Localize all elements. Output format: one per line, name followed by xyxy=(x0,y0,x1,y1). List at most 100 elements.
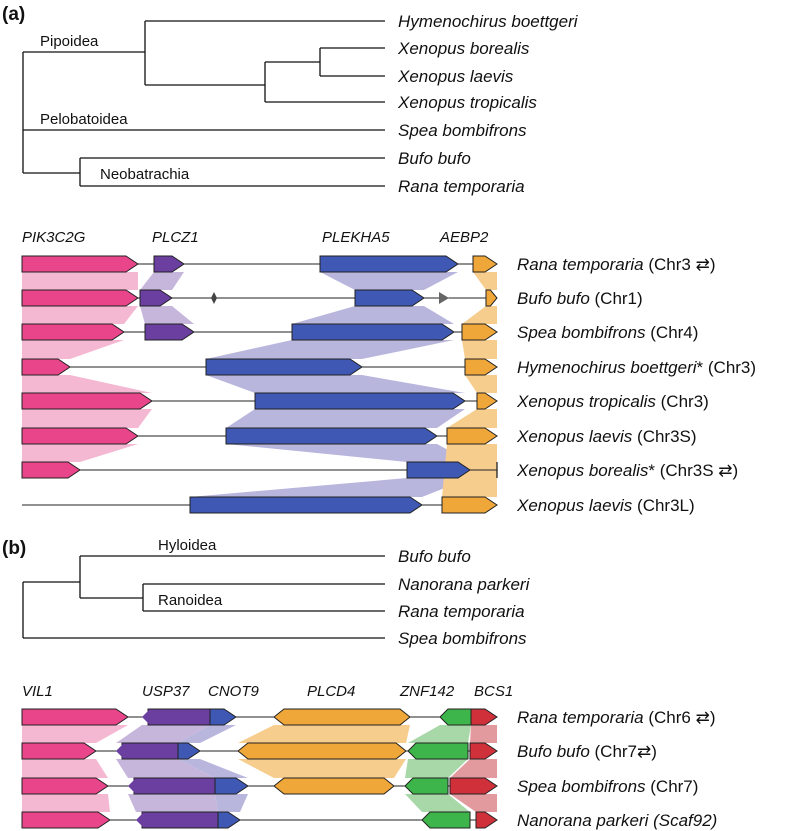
gene-block-usp37 xyxy=(121,742,179,760)
synteny-band xyxy=(22,340,124,359)
gene-block-usp37 xyxy=(141,811,219,829)
synteny-band xyxy=(22,725,128,743)
row-label: Rana temporaria (Chr3 ⇄) xyxy=(517,255,716,274)
tree-leaf: Hymenochirus boettgeri xyxy=(398,12,579,31)
gene-arrow-pik3c2g xyxy=(21,289,139,307)
gene-rows-a xyxy=(21,255,498,514)
synteny-band xyxy=(470,725,497,743)
gene-label: CNOT9 xyxy=(208,683,259,700)
synteny-band xyxy=(405,794,470,812)
gene-arrow-cnot9 xyxy=(177,742,201,760)
gene-arrow-cnot9 xyxy=(217,811,241,829)
synteny-band xyxy=(465,375,497,393)
clade-label: Ranoidea xyxy=(158,592,223,609)
gene-arrow-aebp2 xyxy=(472,255,498,273)
gene-arrow-bcs1 xyxy=(470,708,498,726)
gene-arrow-bcs1 xyxy=(449,777,498,795)
row-labels-b: Rana temporaria (Chr6 ⇄) Bufo bufo (Chr7… xyxy=(517,708,717,830)
row-label: Hymenochirus boettgeri* (Chr3) xyxy=(517,358,756,377)
gene-tip-usp37 xyxy=(128,778,136,794)
gene-arrow-cnot9 xyxy=(209,708,237,726)
gene-arrow-vil1 xyxy=(21,777,109,795)
gene-arrow-pik3c2g xyxy=(21,392,153,410)
gene-arrow-znf142 xyxy=(439,708,472,726)
row-label: Bufo bufo (Chr1) xyxy=(517,289,643,308)
synteny-band xyxy=(116,759,215,778)
gene-label: PLCD4 xyxy=(307,683,355,700)
gene-arrow-pik3c2g xyxy=(21,358,71,376)
synteny-band xyxy=(450,759,497,778)
gene-arrow-pik3c2g xyxy=(21,323,125,341)
row-label: Xenopus tropicalis (Chr3) xyxy=(516,392,709,411)
gene-arrow-aebp2 xyxy=(464,358,498,376)
gene-arrow-bcs1 xyxy=(469,742,498,760)
synteny-band xyxy=(22,794,110,812)
gene-arrow-plekha5 xyxy=(291,323,455,341)
clade-label: Pelobatoidea xyxy=(40,111,128,128)
gene-arrow-plekha5 xyxy=(406,461,471,479)
gene-tip-usp37 xyxy=(142,709,150,725)
synteny-band xyxy=(215,794,248,812)
gene-arrow-vil1 xyxy=(21,742,97,760)
synteny-band xyxy=(226,444,470,462)
synteny-band xyxy=(405,759,468,778)
clade-label: Pipoidea xyxy=(40,33,99,50)
gene-label: VIL1 xyxy=(22,683,53,700)
gene-arrow-vil1 xyxy=(21,811,111,829)
gene-arrow-pik3c2g xyxy=(21,461,81,479)
small-feature xyxy=(211,292,217,304)
tree-leaf: Bufo bufo xyxy=(398,547,471,566)
gene-arrow-plekha5 xyxy=(254,392,466,410)
gene-arrow-plekha5 xyxy=(354,289,425,307)
synteny-band xyxy=(226,409,465,428)
synteny-band xyxy=(22,306,138,324)
gene-arrow-plekha5 xyxy=(189,496,423,514)
synteny-band xyxy=(206,340,454,359)
row-label: Rana temporaria (Chr6 ⇄) xyxy=(517,708,716,727)
synteny-band xyxy=(238,759,406,778)
tree-leaf: Rana temporaria xyxy=(398,177,525,196)
row-label: Xenopus laevis (Chr3S) xyxy=(516,427,697,446)
tree-leaf: Xenopus laevis xyxy=(397,67,514,86)
tree-leaf: Xenopus borealis xyxy=(397,39,530,58)
synteny-band xyxy=(128,794,218,812)
tree-leaf: Nanorana parkeri xyxy=(398,575,531,594)
synteny-band xyxy=(408,725,471,743)
gene-block-usp37 xyxy=(147,708,211,726)
synteny-band xyxy=(22,375,152,393)
panel-a-label: (a) xyxy=(2,4,25,25)
gene-tip-usp37 xyxy=(116,743,124,759)
synteny-band xyxy=(292,306,454,324)
gene-arrow-plekha5 xyxy=(225,427,438,445)
gene-arrow-aebp2 xyxy=(441,496,498,514)
gene-arrow-plcz1 xyxy=(153,255,185,273)
gene-tip-usp37 xyxy=(136,812,144,828)
row-label: Xenopus borealis* (Chr3S ⇄) xyxy=(516,461,738,480)
gene-label: PLEKHA5 xyxy=(322,229,390,246)
synteny-band xyxy=(473,272,497,290)
tree-leaf: Spea bombifrons xyxy=(398,121,527,140)
gene-rows-b xyxy=(21,708,498,829)
panel-b-tree: Hyloidea Ranoidea Bufo bufo Nanorana par… xyxy=(22,537,531,648)
gene-arrow-pik3c2g xyxy=(21,255,139,273)
synteny-band xyxy=(22,444,138,462)
gene-arrow-vil1 xyxy=(21,708,129,726)
synteny-band xyxy=(320,272,458,290)
gene-arrow-bcs1 xyxy=(475,811,498,829)
gene-arrow-plcz1 xyxy=(139,289,173,307)
synteny-band xyxy=(450,794,497,812)
gene-arrow-cnot9 xyxy=(214,777,249,795)
row-labels-a: Rana temporaria (Chr3 ⇄) Bufo bufo (Chr1… xyxy=(516,255,756,515)
gene-arrow-aebp2 xyxy=(446,427,498,445)
gene-label: PIK3C2G xyxy=(22,229,86,246)
gene-block-usp37 xyxy=(133,777,216,795)
small-feature xyxy=(439,292,449,304)
row-label: Xenopus laevis (Chr3L) xyxy=(516,496,695,515)
synteny-band xyxy=(462,340,497,359)
gene-arrow-znf142 xyxy=(407,742,469,760)
row-label: Spea bombifrons (Chr7) xyxy=(517,777,698,796)
synteny-band xyxy=(447,409,497,428)
gene-label: AEBP2 xyxy=(439,229,489,246)
panel-b: (b) Hyloidea Ranoidea Bufo bufo Nanorana… xyxy=(2,537,717,830)
gene-label: USP37 xyxy=(142,683,190,700)
